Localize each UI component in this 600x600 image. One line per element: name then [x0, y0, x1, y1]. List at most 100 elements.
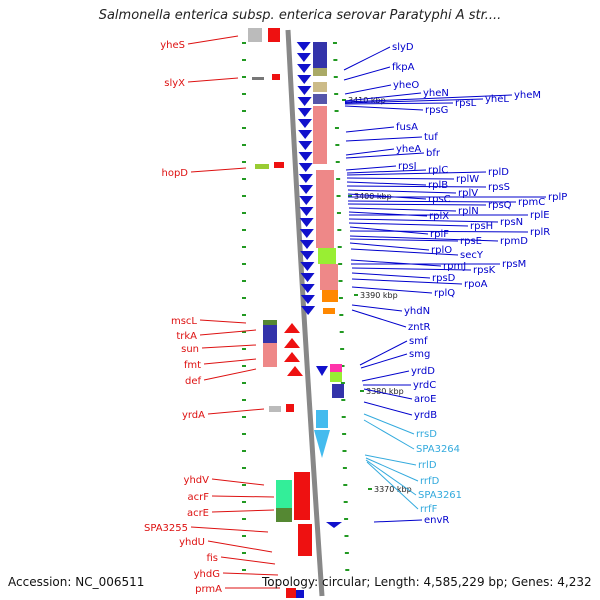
scale-tick	[354, 294, 358, 296]
leader-line	[345, 152, 425, 159]
gene-label-right: rplQ	[434, 288, 455, 299]
gene-feature	[313, 106, 327, 164]
leader-line	[199, 329, 257, 336]
tick-mark	[242, 535, 246, 537]
gene-feature	[298, 524, 312, 556]
gene-feature	[286, 588, 296, 598]
leader-line	[349, 226, 429, 235]
gene-feature	[316, 170, 334, 248]
rna-arrow	[314, 430, 330, 458]
leader-line	[359, 340, 408, 366]
gene-label-right: rpsC	[428, 194, 451, 205]
scale-label: 3370 kbp	[374, 485, 412, 494]
gene-label-right: rpoA	[464, 279, 488, 290]
leader-line	[346, 177, 455, 180]
reverse-arrow	[301, 306, 316, 315]
tick-mark	[335, 144, 340, 146]
tick-mark	[339, 314, 344, 316]
gene-label-right: rpsD	[432, 273, 456, 284]
reverse-strand-features	[296, 42, 344, 528]
reverse-arrow	[297, 64, 312, 73]
leader-line	[351, 286, 433, 294]
gene-label-right: rpmC	[518, 197, 545, 208]
tick-mark	[242, 382, 246, 384]
tick-mark	[336, 212, 341, 214]
tick-mark	[345, 569, 350, 571]
leader-line	[343, 46, 391, 71]
gene-label-rna: rrsD	[416, 429, 437, 440]
reverse-arrow	[299, 196, 314, 205]
gene-label-right: aroE	[414, 394, 436, 405]
reverse-arrow	[298, 163, 313, 172]
gene-label-right: fkpA	[392, 62, 415, 73]
leader-line	[346, 171, 487, 176]
gene-feature	[248, 28, 262, 42]
leader-line	[345, 136, 423, 142]
leader-line	[201, 344, 257, 349]
gene-label-left: yrdA	[182, 410, 205, 421]
leader-line	[347, 203, 487, 206]
leader-line	[351, 267, 472, 271]
tick-mark	[342, 467, 347, 469]
tick-mark	[340, 348, 345, 350]
gene-feature	[313, 82, 327, 92]
tick-mark	[242, 399, 246, 401]
tick-mark	[242, 144, 246, 146]
tick-mark	[341, 416, 346, 418]
gene-label-right: bfr	[426, 148, 441, 159]
gene-label-right: rpsE	[460, 236, 482, 247]
reverse-arrow	[326, 522, 342, 528]
gene-feature	[263, 320, 277, 325]
reverse-arrow	[298, 152, 313, 161]
leader-line	[346, 169, 427, 174]
gene-feature	[252, 77, 264, 80]
gene-feature	[313, 68, 327, 76]
gene-label-right: yrdD	[411, 366, 435, 377]
scale-tick	[342, 99, 346, 101]
reverse-arrow	[297, 97, 312, 106]
tick-mark	[343, 484, 348, 486]
gene-feature	[268, 28, 280, 42]
reverse-arrow	[300, 240, 314, 249]
gene-label-left: yhdV	[184, 475, 210, 486]
tick-mark	[242, 59, 246, 61]
leader-line	[365, 459, 417, 496]
tick-mark	[341, 399, 346, 401]
tick-mark	[242, 314, 246, 316]
gene-label-rna: rrfF	[420, 504, 438, 515]
position-ticks	[242, 42, 350, 571]
forward-arrow	[284, 323, 300, 333]
gene-feature	[322, 290, 338, 302]
leader-line	[187, 77, 239, 83]
tick-mark	[332, 42, 337, 44]
tick-mark	[336, 195, 341, 197]
gene-label-left: trkA	[176, 331, 197, 342]
gene-label-right: rpsG	[425, 105, 448, 116]
leader-line	[207, 540, 273, 553]
reverse-arrow	[297, 108, 312, 117]
leader-line	[344, 102, 454, 105]
leader-line	[190, 167, 247, 173]
leader-line	[350, 259, 442, 267]
gene-label-right: slyD	[392, 42, 414, 53]
gene-label-right: rplX	[429, 211, 449, 222]
gene-label-right: envR	[424, 515, 449, 526]
gene-label-right: rplE	[530, 210, 550, 221]
leader-line	[366, 461, 419, 510]
gene-label-right: secY	[460, 250, 484, 261]
tick-mark	[242, 348, 246, 350]
forward-arrow	[284, 352, 300, 362]
genome-title: Salmonella enterica subsp. enterica sero…	[98, 8, 502, 23]
gene-label-right: rpsH	[470, 221, 493, 232]
gene-label-left: mscL	[171, 316, 197, 327]
gene-label-right: smg	[409, 349, 430, 360]
gene-label-right: rpsK	[473, 265, 496, 276]
leader-line	[344, 84, 392, 95]
gene-label-right: yheN	[423, 88, 449, 99]
gene-label-left: def	[185, 376, 202, 387]
gene-feature	[332, 384, 344, 398]
gene-label-right: rplD	[488, 167, 509, 178]
gene-label-right: yhdN	[404, 306, 430, 317]
tick-mark	[242, 569, 246, 571]
